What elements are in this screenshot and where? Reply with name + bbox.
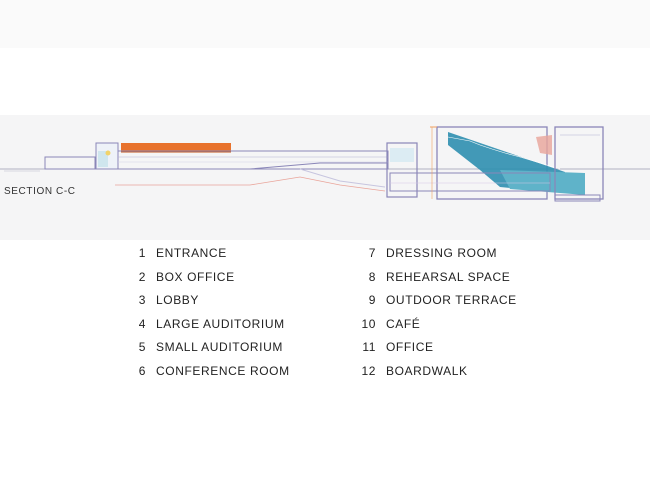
legend-number: 12 <box>361 363 376 378</box>
large-auditorium-frame <box>436 126 548 200</box>
section-label: SECTION C-C <box>4 186 76 197</box>
legend-number: 3 <box>138 293 146 308</box>
legend-label: CONFERENCE ROOM <box>156 363 290 378</box>
legend-number: 6 <box>138 363 146 378</box>
stage-pit <box>554 194 601 202</box>
legend-item: 6 CONFERENCE ROOM <box>130 362 290 386</box>
legend-item: 5 SMALL AUDITORIUM <box>130 338 290 362</box>
lobby-glazing <box>98 151 108 167</box>
top-band <box>0 0 650 48</box>
legend-item: 12 BOARDWALK <box>356 362 517 386</box>
lower-ramp <box>299 168 386 188</box>
legend-item: 10 CAFÉ <box>356 315 517 339</box>
legend-number: 10 <box>361 316 376 331</box>
tower-glazing <box>390 148 414 162</box>
legend-label: ENTRANCE <box>156 246 227 260</box>
main-slab <box>117 150 389 170</box>
legend-number: 11 <box>362 340 376 355</box>
legend-label: OFFICE <box>386 340 434 355</box>
legend-label: OUTDOOR TERRACE <box>386 293 517 308</box>
legend-number: 9 <box>368 293 376 308</box>
legend-item: 9 OUTDOOR TERRACE <box>356 291 517 315</box>
legend-number: 7 <box>368 246 376 260</box>
stage-flytower-accent <box>536 135 552 155</box>
legend-item: 3 LOBBY <box>130 291 290 315</box>
legend-item: 1 ENTRANCE <box>130 244 290 268</box>
legend-left: 1 ENTRANCE 2 BOX OFFICE 3 LOBBY 4 LARGE AUDI… <box>130 244 290 386</box>
legend-label: BOX OFFICE <box>156 269 235 284</box>
legend-number: 5 <box>138 340 146 355</box>
building-section-drawing <box>0 126 650 202</box>
fly-tower <box>554 126 604 200</box>
legend-number: 8 <box>368 269 376 284</box>
legend-label: DRESSING ROOM <box>386 246 498 260</box>
central-tower <box>386 142 418 198</box>
legend-label: SMALL AUDITORIUM <box>156 340 283 355</box>
legend-item: 8 REHEARSAL SPACE <box>356 268 517 292</box>
entrance-volume <box>44 156 96 170</box>
pink-underline <box>115 176 386 192</box>
legend-right: 7 DRESSING ROOM 8 REHEARSAL SPACE 9 OUTDOOR… <box>356 244 517 386</box>
legend-number: 1 <box>138 246 146 260</box>
legend-item: 11 OFFICE <box>356 338 517 362</box>
legend-label: BOARDWALK <box>386 363 468 378</box>
legend-item: 7 DRESSING ROOM <box>356 244 517 268</box>
lobby-mark <box>105 150 111 156</box>
legend-label: LARGE AUDITORIUM <box>156 316 285 331</box>
legend-label: CAFÉ <box>386 316 421 331</box>
legend-label: REHEARSAL SPACE <box>386 269 511 284</box>
legend-item: 4 LARGE AUDITORIUM <box>130 315 290 339</box>
legend-item: 2 BOX OFFICE <box>130 268 290 292</box>
legend-number: 2 <box>138 269 146 284</box>
auditorium-rake <box>447 136 561 170</box>
legend-label: LOBBY <box>156 293 200 308</box>
lower-level <box>389 172 551 192</box>
roof-accent <box>121 143 231 152</box>
ramp-floor <box>249 162 388 170</box>
legend-number: 4 <box>138 316 146 331</box>
auditorium-balcony <box>500 170 585 195</box>
